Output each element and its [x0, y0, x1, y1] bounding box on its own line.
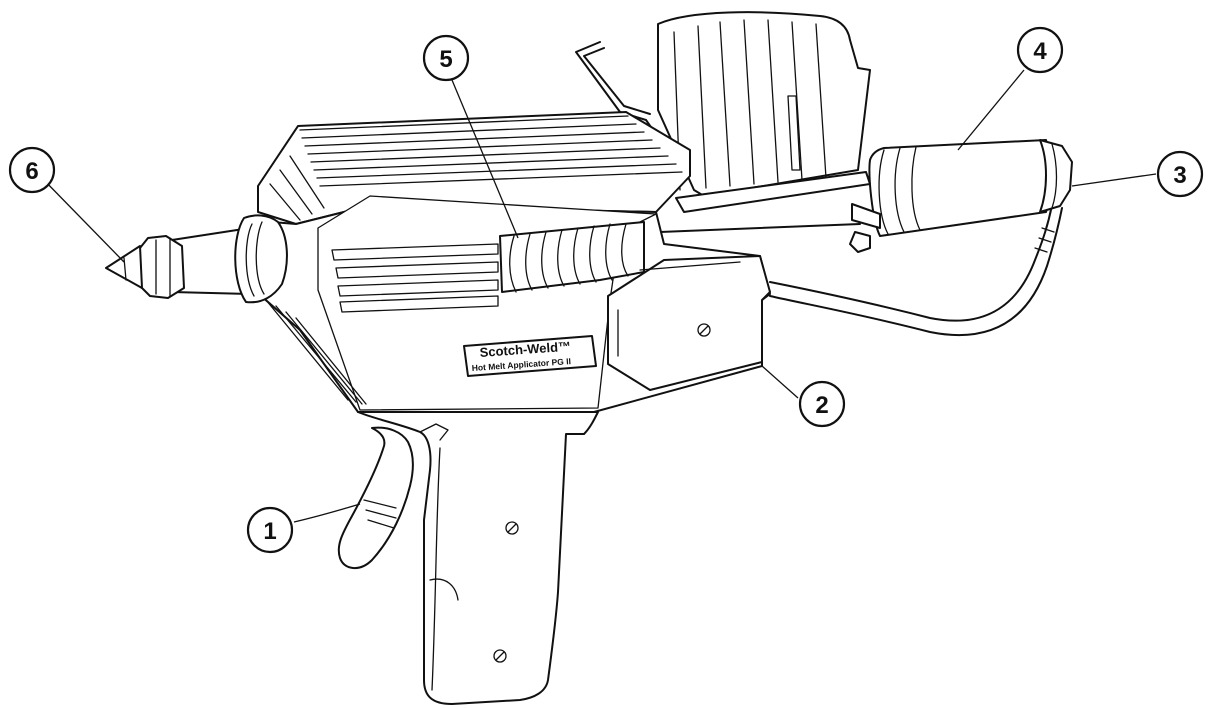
- hopper-cover: [575, 11, 871, 233]
- callout-5: 5: [422, 34, 470, 82]
- callout-3-number: 3: [1173, 162, 1186, 189]
- callout-3: 3: [1156, 150, 1204, 198]
- hose: [769, 204, 1063, 337]
- callout-6-number: 6: [25, 158, 38, 185]
- main-body: [247, 111, 771, 413]
- product-label: Scotch-Weld™ Hot Melt Applicator PG II: [463, 335, 597, 377]
- callout-2: 2: [798, 380, 846, 428]
- handle: [357, 411, 599, 705]
- callout-4-number: 4: [1033, 38, 1047, 65]
- leader-lines: [39, 69, 1157, 523]
- callout-5-number: 5: [439, 46, 452, 73]
- callout-2-number: 2: [815, 392, 828, 419]
- callout-6: 6: [8, 146, 56, 194]
- callout-1-number: 1: [263, 518, 276, 545]
- nozzle: [105, 214, 288, 304]
- rear-barrel: [849, 139, 1073, 253]
- trigger: [337, 426, 414, 569]
- callout-4: 4: [1016, 26, 1064, 74]
- product-label-line1: Scotch-Weld™: [479, 339, 571, 360]
- callout-1: 1: [246, 506, 294, 554]
